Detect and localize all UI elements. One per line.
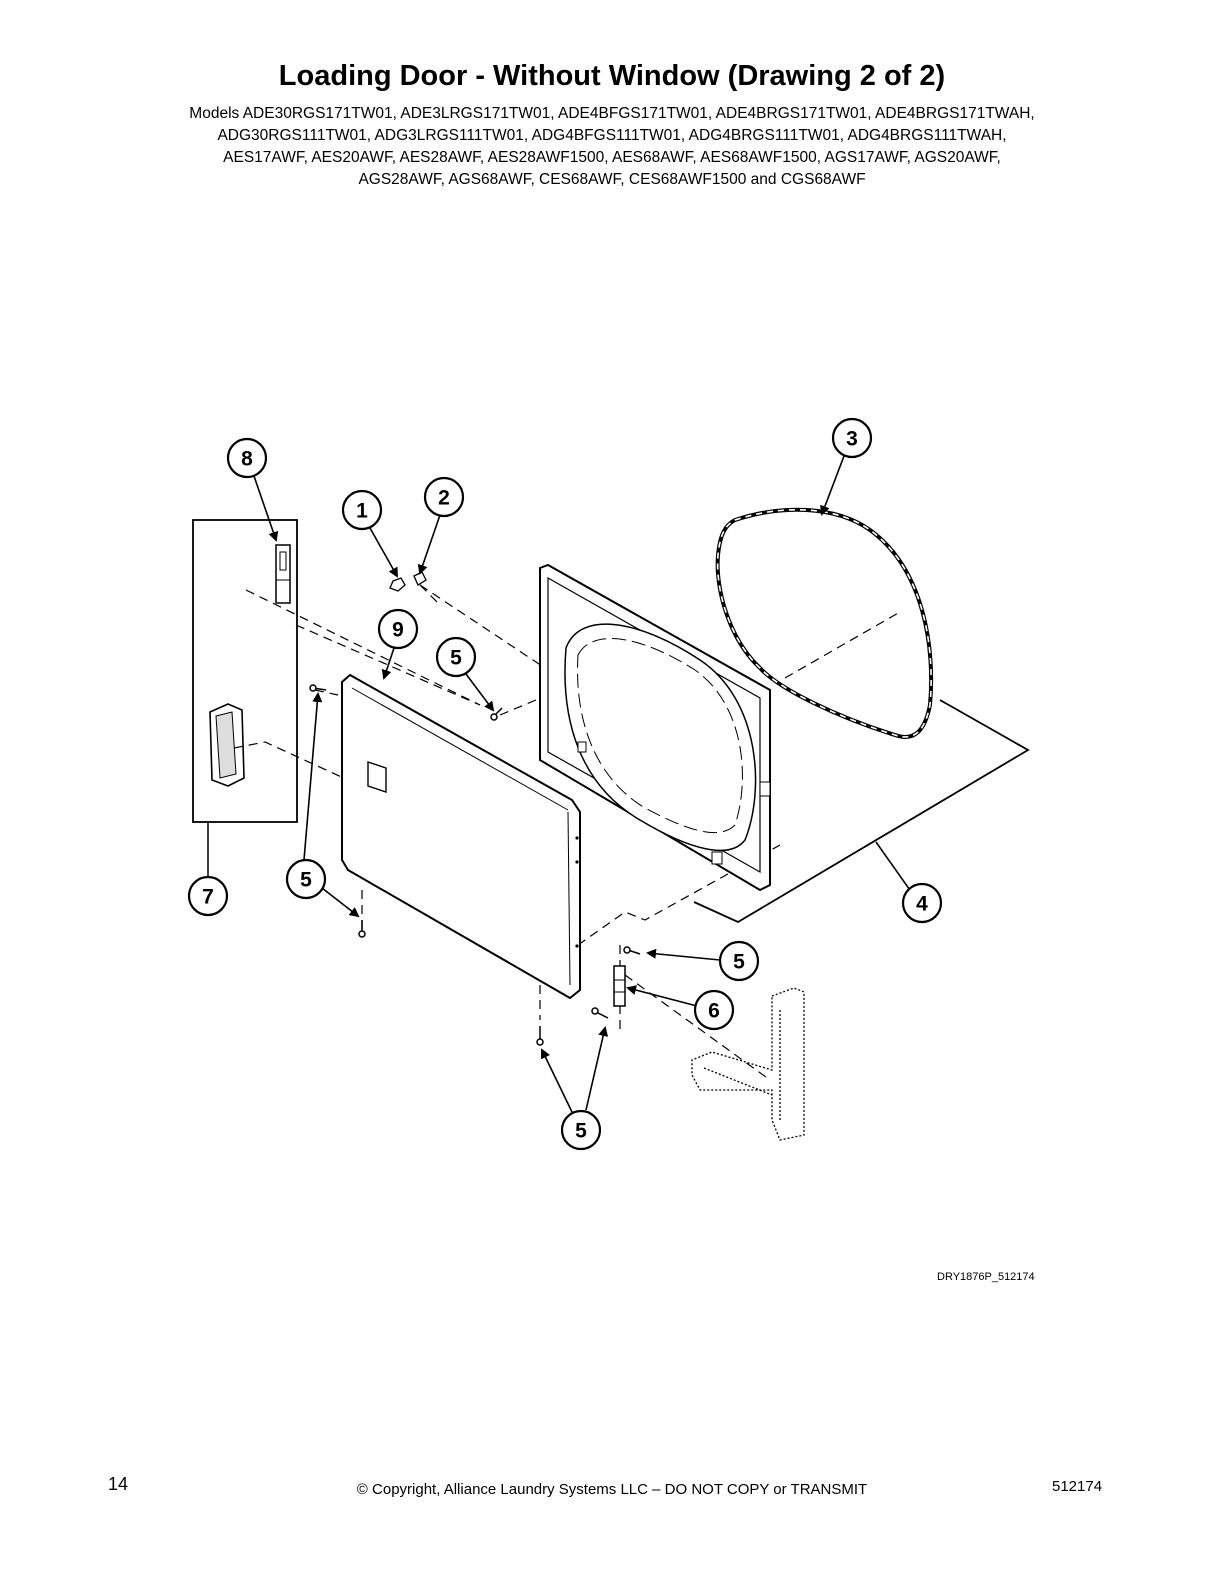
- inner-door-panel: [539, 563, 771, 892]
- model-line: Models ADE30RGS171TW01, ADE3LRGS171TW01,…: [189, 105, 1035, 122]
- callout-label: 2: [438, 487, 450, 510]
- cabinet-outline: [693, 699, 1030, 924]
- callout-5d: 5: [560, 1109, 602, 1151]
- callout-label: 1: [356, 500, 368, 523]
- callout-4: 4: [901, 882, 943, 924]
- callout-label: 6: [708, 1000, 720, 1023]
- callout-9: 9: [377, 608, 419, 650]
- model-line: AGS28AWF, AGS68AWF, CES68AWF, CES68AWF15…: [358, 171, 866, 188]
- callout-5b: 5: [285, 858, 327, 900]
- callout-label: 5: [450, 647, 462, 670]
- callout-5c: 5: [718, 940, 760, 982]
- callout-label: 7: [202, 886, 214, 909]
- callout-label: 3: [846, 428, 858, 451]
- cabinet-side-bracket: [691, 987, 805, 1141]
- callout-label: 8: [241, 448, 253, 471]
- model-list: Models ADE30RGS171TW01, ADE3LRGS171TW01,…: [90, 103, 1134, 191]
- drawing-id: DRY1876P_512174: [937, 1271, 1035, 1283]
- door-gasket-part: [715, 507, 934, 739]
- callout-2: 2: [423, 476, 465, 518]
- model-line: AES17AWF, AES20AWF, AES28AWF, AES28AWF15…: [223, 149, 1001, 166]
- screws: [309, 684, 641, 1046]
- callout-label: 9: [392, 619, 404, 642]
- callout-8: 8: [226, 437, 268, 479]
- door-handle-part: [209, 703, 245, 787]
- latch-strike-part: [275, 544, 291, 604]
- page-number: 14: [108, 1474, 129, 1494]
- inset-box: [192, 519, 298, 880]
- hinge-part: [613, 965, 626, 1007]
- callout-1: 1: [341, 489, 383, 531]
- page-title: Loading Door - Without Window (Drawing 2…: [278, 60, 946, 92]
- alignment-lines: [233, 584, 901, 1081]
- document-number: 512174: [1052, 1478, 1103, 1495]
- callout-5a: 5: [435, 636, 477, 678]
- callout-label: 4: [916, 893, 928, 916]
- leader-lines: [253, 455, 913, 1113]
- outer-door-panel: [341, 673, 581, 1000]
- callout-label: 5: [300, 869, 312, 892]
- callout-6: 6: [693, 989, 735, 1031]
- model-line: ADG30RGS111TW01, ADG3LRGS111TW01, ADG4BF…: [217, 127, 1007, 144]
- copyright-notice: © Copyright, Alliance Laundry Systems LL…: [356, 1481, 868, 1498]
- callout-3: 3: [831, 417, 873, 459]
- latch-clip-parts: [389, 571, 427, 592]
- callout-label: 5: [575, 1120, 587, 1143]
- callout-7: 7: [187, 875, 229, 917]
- callout-label: 5: [733, 951, 745, 974]
